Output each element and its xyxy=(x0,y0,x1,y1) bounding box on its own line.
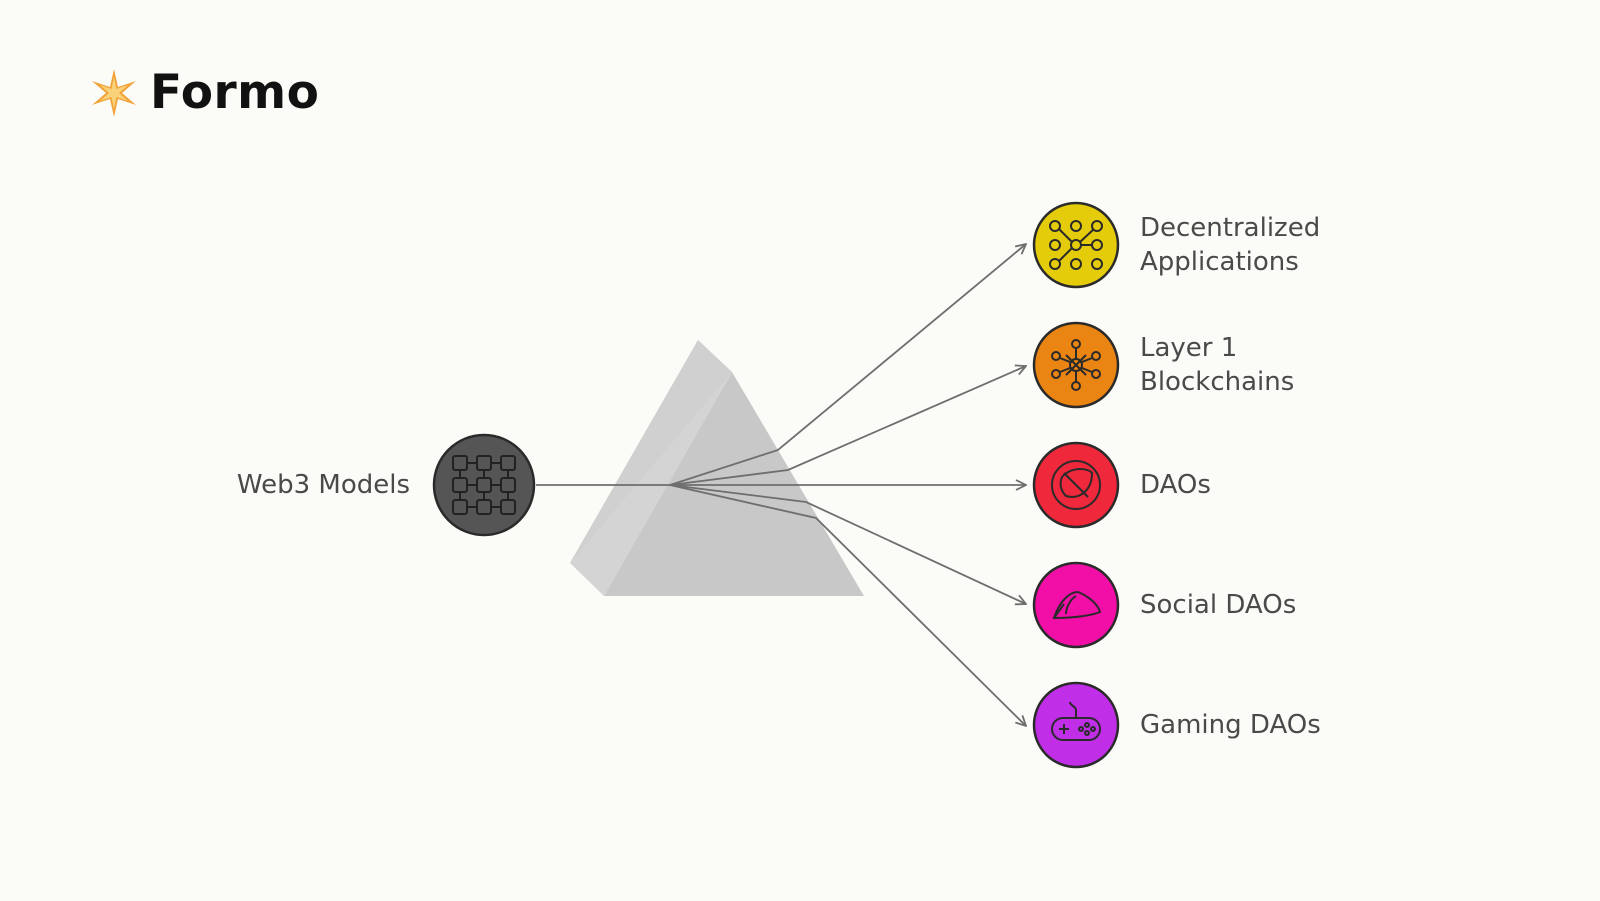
beam-social-daos xyxy=(669,484,1026,604)
gamepad-icon xyxy=(1051,701,1101,741)
target-label-layer-1-blockchains: Layer 1 Blockchains xyxy=(1140,331,1294,399)
target-node-4 xyxy=(1032,681,1120,769)
beam-layer-1-blockchains xyxy=(669,366,1026,486)
target-label-line1: Social DAOs xyxy=(1140,590,1297,620)
beam-decentralized-applications xyxy=(669,244,1026,486)
target-label-line1: Gaming DAOs xyxy=(1140,710,1321,740)
target-label-decentralized-applications: Decentralized Applications xyxy=(1140,211,1320,279)
brand-name: Formo xyxy=(150,65,320,120)
target-label-line1: Decentralized xyxy=(1140,213,1321,243)
hub-nodes-icon xyxy=(1051,339,1101,391)
source-node xyxy=(432,433,536,537)
target-label-line1: DAOs xyxy=(1140,470,1211,500)
target-label-daos: DAOs xyxy=(1140,468,1211,502)
target-label-line2: Applications xyxy=(1140,247,1299,277)
beam-gaming-daos xyxy=(669,484,1026,726)
target-label-gaming-daos: Gaming DAOs xyxy=(1140,708,1321,742)
target-label-line1: Layer 1 xyxy=(1140,333,1238,363)
target-node-0 xyxy=(1032,201,1120,289)
target-label-line2: Blockchains xyxy=(1140,367,1295,397)
brand-logo: Formo xyxy=(88,66,319,120)
lips-icon xyxy=(1052,590,1102,620)
target-node-3 xyxy=(1032,561,1120,649)
leaf-circle-icon xyxy=(1051,460,1101,510)
source-label: Web3 Models xyxy=(236,470,410,500)
network-nodes-icon xyxy=(1049,220,1103,270)
target-node-2 xyxy=(1032,441,1120,529)
target-label-social-daos: Social DAOs xyxy=(1140,588,1296,622)
target-node-1 xyxy=(1032,321,1120,409)
grid-circuit-icon xyxy=(452,455,516,515)
output-beams xyxy=(669,244,1026,726)
sparkle-star-icon xyxy=(92,69,136,117)
prism xyxy=(570,340,864,596)
